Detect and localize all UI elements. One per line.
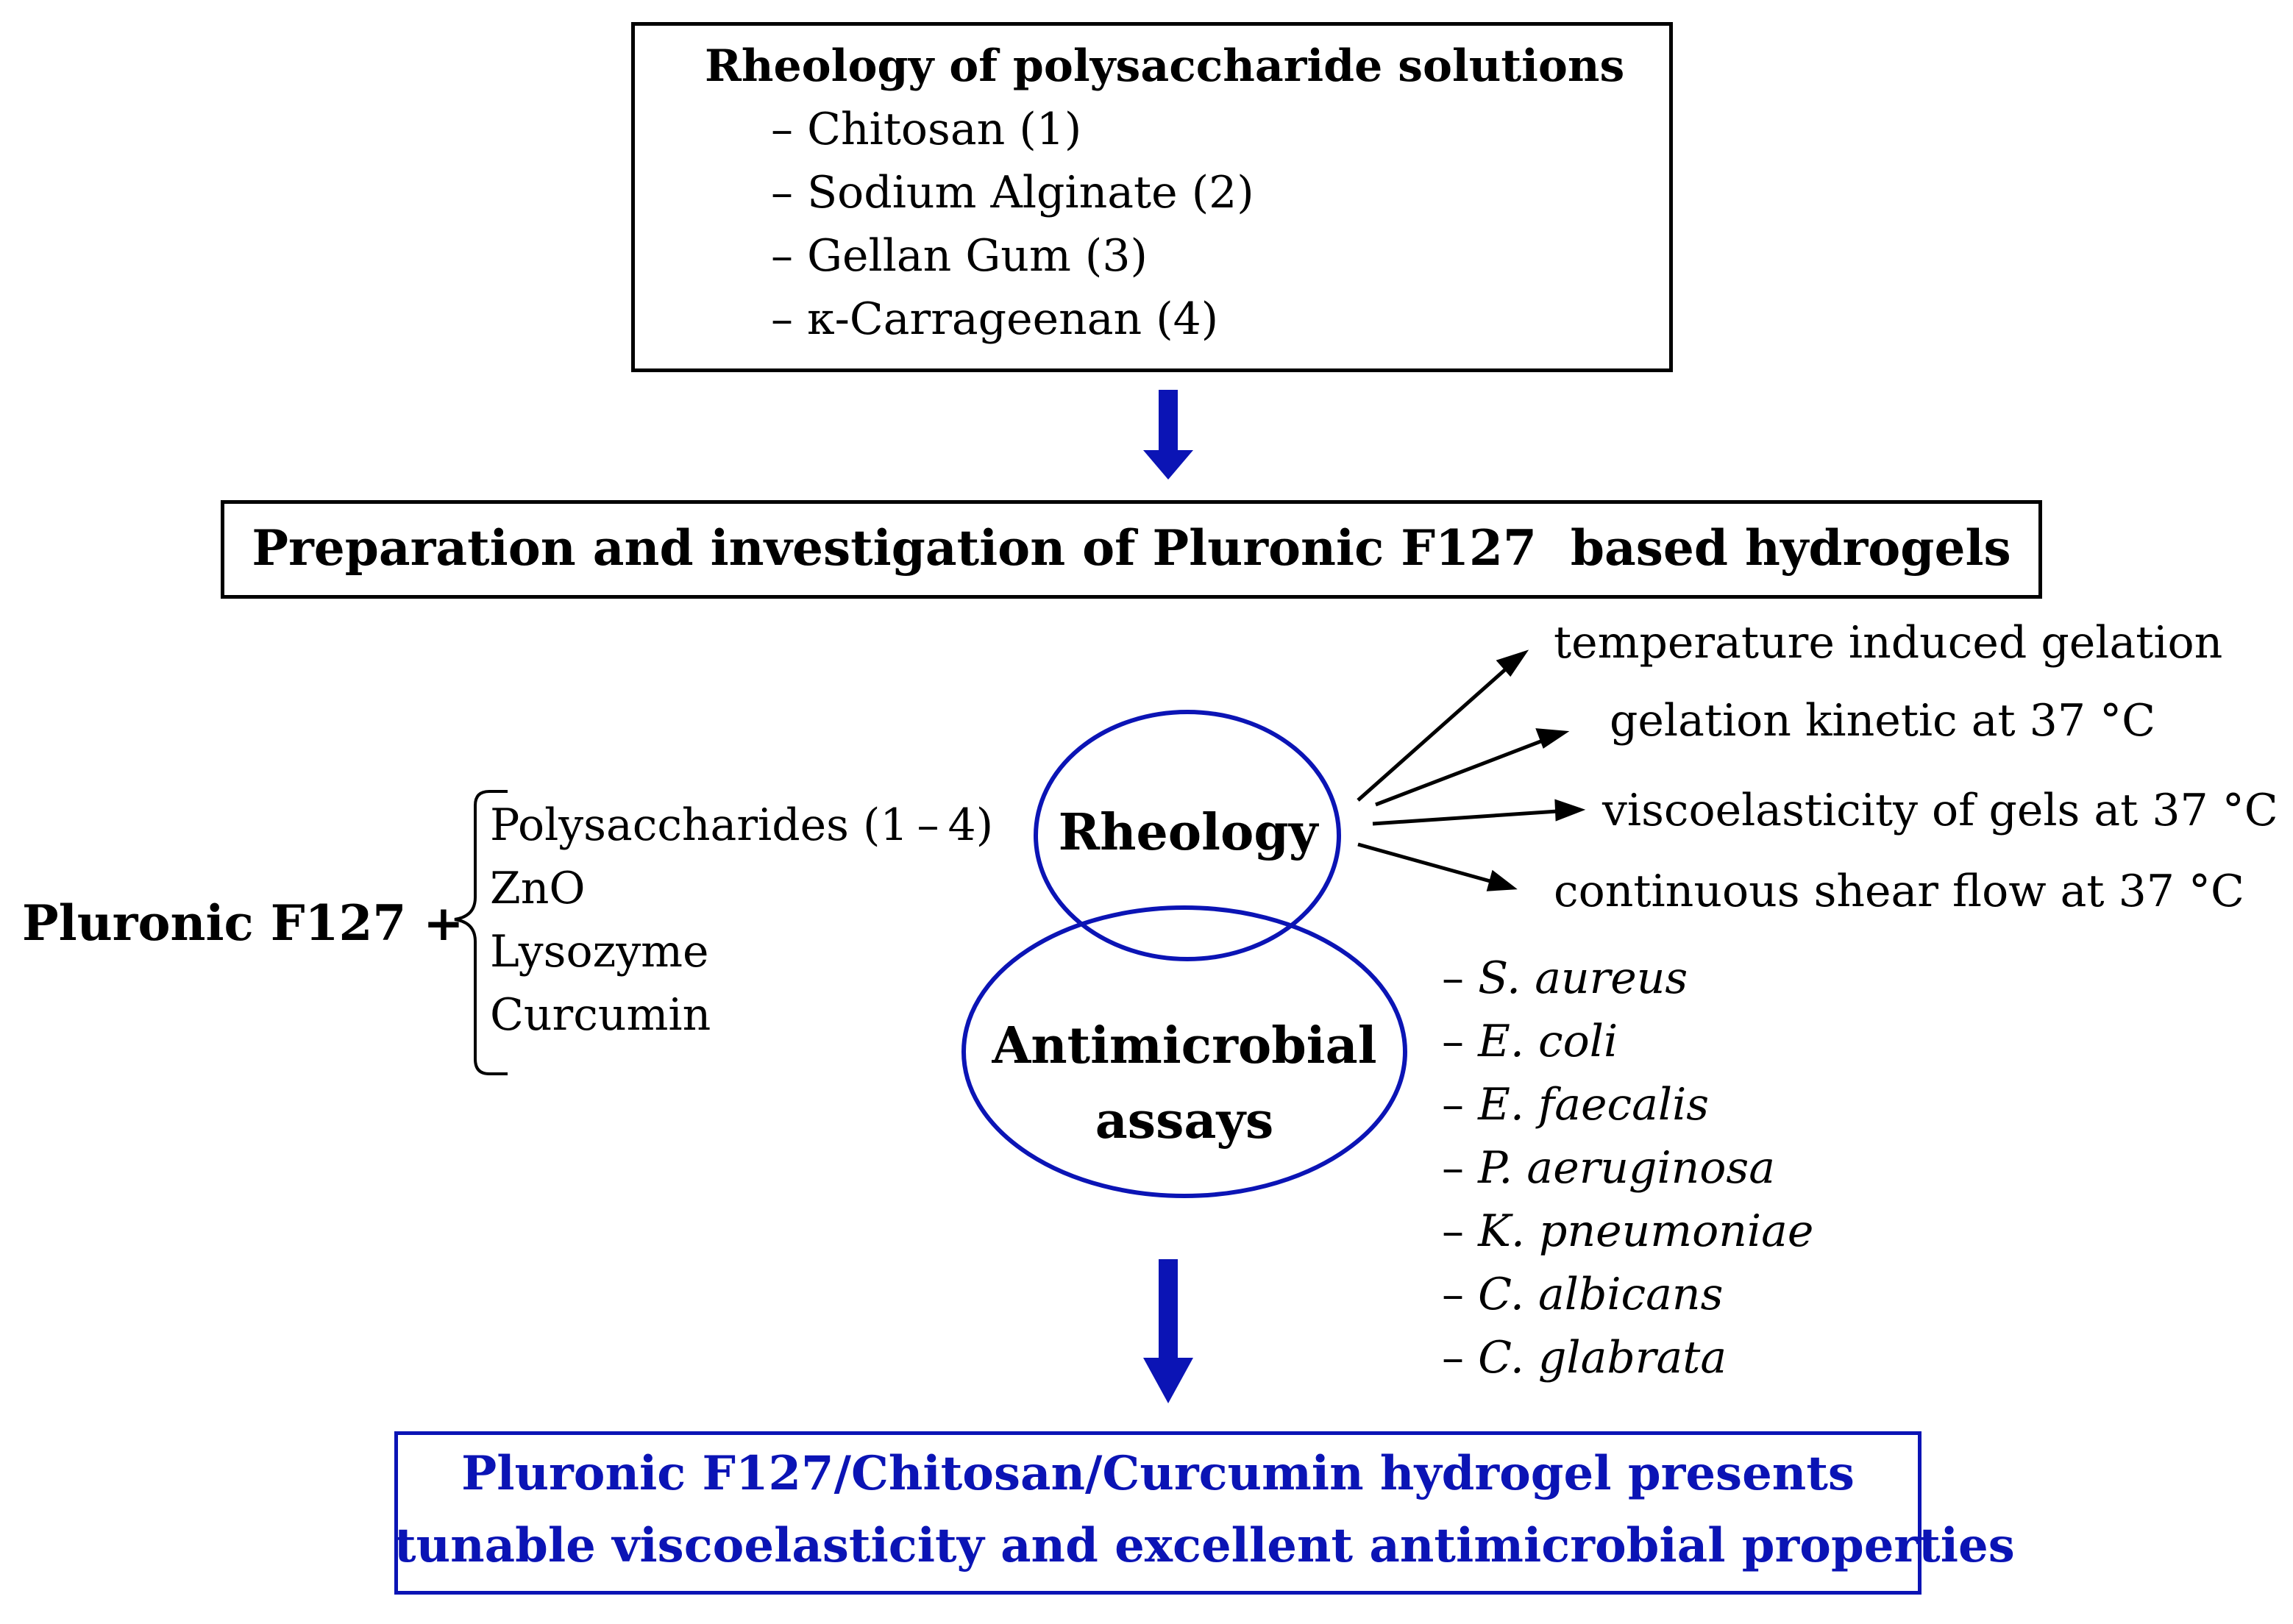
rheology-test: gelation kinetic at 37 °C [1610, 695, 2155, 747]
polysaccharide-item: – κ-Carrageenan (4) [771, 293, 1219, 345]
pluronic-label: Pluronic F127 + [22, 894, 464, 952]
rheology-ellipse [1034, 710, 1341, 961]
antimicrobial-label-line2: assays [1095, 1091, 1274, 1150]
component-item: ZnO [490, 863, 586, 914]
preparation-box [221, 500, 2042, 599]
arrow-temperature [1357, 659, 1517, 802]
dash: – [1442, 1332, 1479, 1383]
component-item: Curcumin [490, 989, 711, 1041]
conclusion-line1: Pluronic F127/Chitosan/Curcumin hydrogel… [461, 1446, 1855, 1501]
arrowhead-icon [1554, 799, 1586, 822]
arrowhead-icon [1496, 649, 1529, 677]
polysaccharide-rheology-title: Rheology of polysaccharide solutions [705, 40, 1625, 92]
polysaccharide-rheology-box [631, 22, 1673, 372]
conclusion-line2: tunable viscoelasticity and excellent an… [394, 1518, 2015, 1573]
rheology-test: continuous shear flow at 37 °C [1554, 866, 2244, 917]
organism-name: C. glabrata [1478, 1332, 1727, 1383]
arrow-shear [1357, 842, 1501, 886]
organism-item: – E. faecalis [1442, 1083, 1709, 1127]
arrow-viscoelasticity [1372, 808, 1569, 826]
conclusion-box [394, 1431, 1922, 1595]
down-arrow-icon [1143, 1259, 1193, 1403]
organism-item: – S. aureus [1442, 956, 1688, 1000]
rheology-arrows [1357, 649, 1586, 891]
dash: – [1442, 1142, 1479, 1194]
organism-item: – P. aeruginosa [1442, 1146, 1775, 1190]
arrow-kinetic [1375, 735, 1553, 807]
dash: – [1442, 952, 1479, 1004]
arrowhead-icon [1486, 869, 1518, 891]
arrowhead-icon [1535, 728, 1570, 749]
organism-name: S. aureus [1478, 952, 1688, 1004]
organism-item: – K. pneumoniae [1442, 1209, 1813, 1253]
organism-item: – C. albicans [1442, 1272, 1723, 1317]
dash: – [1442, 1079, 1479, 1130]
organism-name: E. faecalis [1478, 1079, 1710, 1130]
antimicrobial-ellipse [961, 905, 1407, 1198]
component-item: Polysaccharides (1 – 4) [490, 799, 994, 851]
organism-name: K. pneumoniae [1478, 1205, 1814, 1257]
polysaccharide-item: – Gellan Gum (3) [771, 230, 1148, 282]
component-item: Lysozyme [490, 926, 709, 977]
down-arrow-icon [1143, 390, 1193, 480]
polysaccharide-item: – Chitosan (1) [771, 104, 1082, 155]
antimicrobial-label-line1: Antimicrobial [992, 1016, 1377, 1075]
organism-name: P. aeruginosa [1478, 1142, 1775, 1194]
rheology-label: Rheology [1058, 803, 1318, 862]
organism-item: – C. glabrata [1442, 1336, 1727, 1380]
rheology-test: temperature induced gelation [1554, 617, 2223, 669]
preparation-title: Preparation and investigation of Pluroni… [252, 519, 2011, 577]
polysaccharide-item: – Sodium Alginate (2) [771, 167, 1254, 218]
organism-name: E. coli [1478, 1016, 1618, 1067]
dash: – [1442, 1269, 1479, 1320]
brace-icon [454, 790, 508, 1075]
organism-name: C. albicans [1478, 1269, 1724, 1320]
rheology-test: viscoelasticity of gels at 37 °C [1602, 785, 2278, 836]
dash: – [1442, 1205, 1479, 1257]
organism-item: – E. coli [1442, 1019, 1618, 1064]
dash: – [1442, 1016, 1479, 1067]
